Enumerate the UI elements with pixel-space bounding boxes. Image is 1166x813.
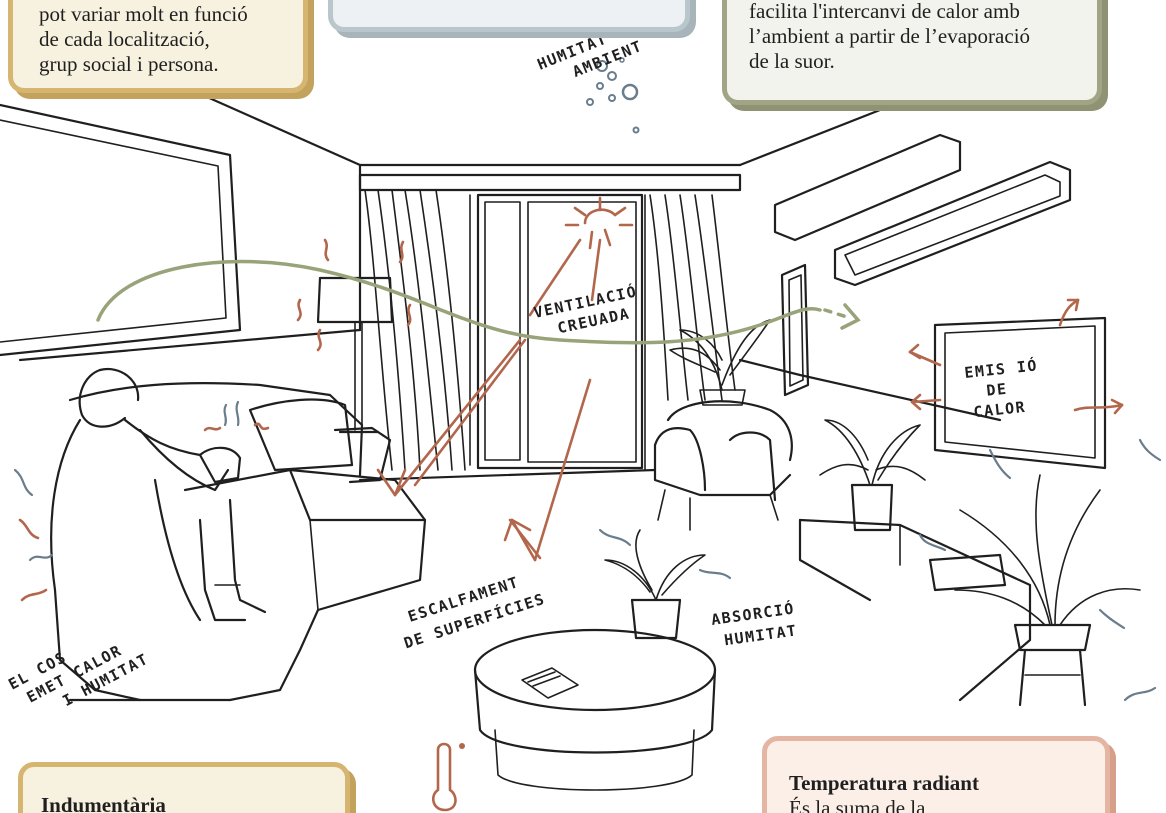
plant-table [605,530,705,638]
info-text-line: És la suma de la [789,796,1091,813]
info-text-line: pot variar molt en funció [39,2,285,27]
info-text-line: de la suor. [749,49,1083,74]
left-window [0,105,240,355]
label-body-emits: EL COS EMET CALOR I HUMITAT [5,614,151,728]
sofa [70,383,425,700]
label-humidity-absorption: ABSORCIÓ HUMITAT [710,598,799,650]
svg-text:DE: DE [986,380,1009,400]
svg-text:CALOR: CALOR [973,398,1027,421]
info-text-line: facilita l'intercanvi de calor amb [749,0,1083,24]
info-text-line: de cada localització, [39,27,285,52]
wall-cabinets [775,135,1070,285]
armchair [655,401,792,530]
label-cross-ventilation: VENTILACIÓ CREUADA [532,281,643,341]
person-sitting [51,369,265,700]
right-curtain [650,195,735,400]
tv-console [800,520,1030,700]
info-box-top-left: pot variar molt en funció de cada locali… [8,0,308,93]
info-box-top-right: facilita l'intercanvi de calor amb l’amb… [722,0,1102,105]
thermometer-icon [433,743,465,810]
moisture-arrows [600,440,1160,700]
plant-corner [670,320,770,405]
info-box-title: Temperatura radiant [789,771,1091,796]
info-box-bottom-right: Temperatura radiant És la suma de la [762,736,1110,813]
plant-console [820,420,925,530]
svg-text:EMIS IÓ: EMIS IÓ [963,355,1038,382]
info-text-line: grup social i persona. [39,52,285,77]
room-outline [20,85,1000,480]
label-heat-emission: EMIS IÓ DE CALOR [963,355,1042,421]
info-text-line: l’ambient a partir de l’evaporació [749,24,1083,49]
info-box-bottom-left: Indumentària [18,762,350,813]
info-box-top-center [328,0,690,32]
coffee-table [475,630,715,790]
label-surface-heating: ESCALFAMENT DE SUPERFÍCIES [394,567,547,653]
info-box-title: Indumentària [41,793,327,813]
fern-stand [955,475,1140,705]
heat-arrow-icon [378,240,600,560]
television [935,318,1105,468]
tv-heat-arrows [910,300,1122,413]
